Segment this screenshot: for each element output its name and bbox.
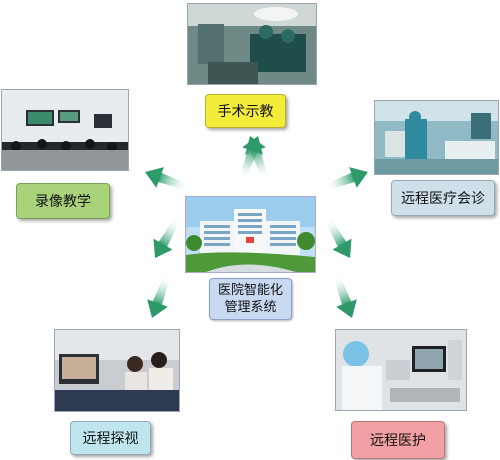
visiting-label: 远程探视 bbox=[70, 421, 151, 455]
center-line2: 管理系统 bbox=[224, 300, 277, 315]
hospital-ward-photo bbox=[374, 100, 499, 175]
center-line1: 医院智能化 bbox=[217, 283, 283, 298]
center-system-label: 医院智能化 管理系统 bbox=[209, 278, 292, 320]
video-visit-photo bbox=[54, 329, 180, 412]
arrow-to-surgery-right bbox=[239, 136, 263, 181]
arrow-to-consultation-top bbox=[323, 167, 368, 191]
nurse-video-photo bbox=[335, 329, 467, 411]
operating-room-photo bbox=[187, 3, 317, 85]
arrow-to-recording-bottom bbox=[153, 216, 181, 258]
arrow-to-visiting-left bbox=[147, 273, 171, 318]
recording-label: 录像教学 bbox=[16, 183, 110, 219]
consultation-label: 远程医疗会诊 bbox=[391, 180, 495, 216]
nursing-label: 远程医护 bbox=[351, 421, 445, 459]
hospital-building-photo bbox=[185, 196, 316, 273]
arrow-to-recording-top bbox=[145, 167, 190, 191]
arrow-to-consultation-bottom bbox=[324, 216, 352, 258]
arrow-to-nursing-right bbox=[333, 273, 357, 318]
classroom-screens-photo bbox=[1, 89, 129, 171]
surgery-label: 手术示教 bbox=[205, 94, 286, 128]
